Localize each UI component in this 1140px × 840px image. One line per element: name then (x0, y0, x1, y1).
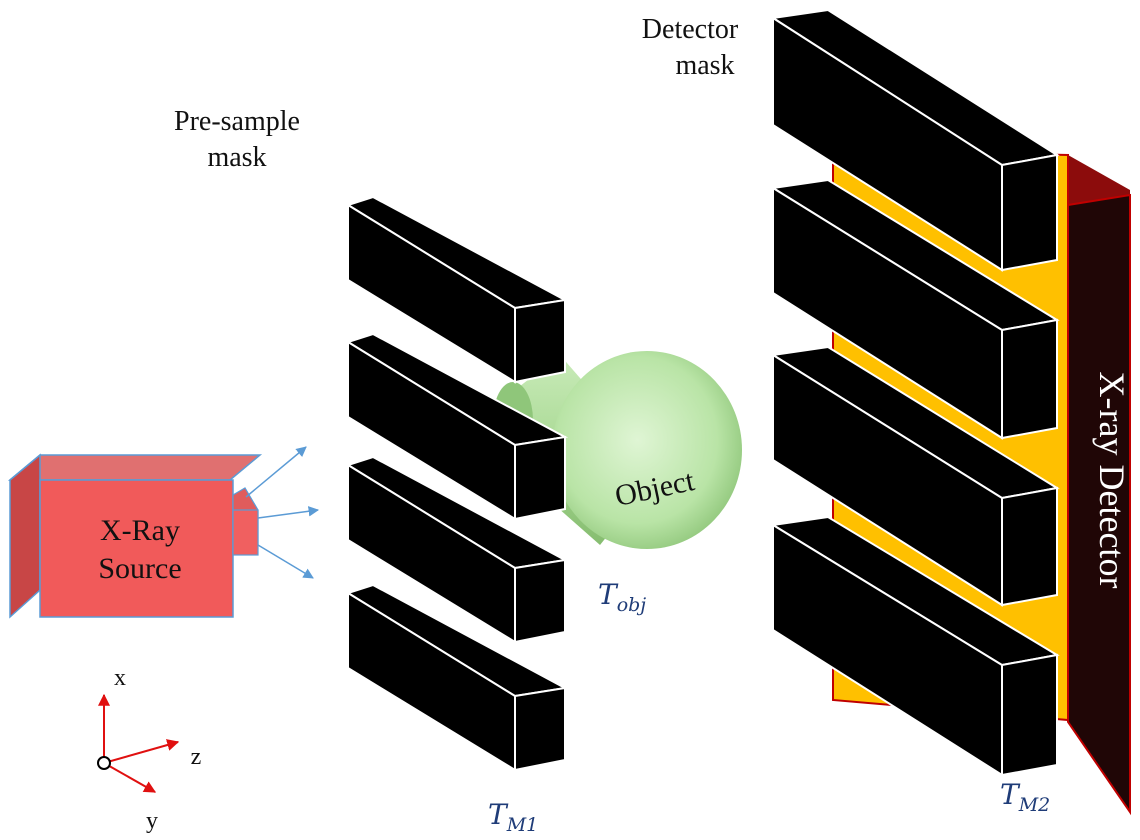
t-m2-label: TM2 (1000, 778, 1050, 816)
svg-text:Tobj: Tobj (598, 578, 646, 616)
pre-sample-mask: Pre-sample mask (174, 106, 569, 772)
svg-text:TM1: TM1 (488, 798, 538, 836)
pre-sample-mask-label-line2: mask (207, 142, 266, 173)
pre-sample-bar (345, 583, 569, 772)
xray-beams (245, 446, 320, 579)
t-m2-subscript: M2 (1018, 794, 1051, 816)
detector-body (1067, 193, 1131, 816)
svg-text:TM2: TM2 (1000, 778, 1050, 816)
pre-sample-bar (345, 332, 569, 521)
coordinate-axes: x z y (97, 665, 202, 834)
detector-mask-bar (770, 8, 1060, 272)
t-m1-label: TM1 (488, 798, 538, 836)
detector-label: X-ray Detector (1092, 372, 1132, 589)
detector-top-face (1068, 155, 1130, 210)
pre-sample-bar (345, 195, 569, 384)
pre-sample-mask-label-line1: Pre-sample (174, 106, 300, 137)
beam-ray-middle (257, 506, 320, 519)
detector-mask-bar (770, 178, 1060, 440)
detector-mask-bar (770, 515, 1060, 777)
t-m1-base: T (488, 798, 509, 831)
xray-source: X-Ray Source (7, 453, 263, 619)
beam-ray-down (257, 544, 314, 579)
z-axis-label: z (191, 744, 202, 770)
detector-mask-label-line2: mask (675, 50, 734, 81)
beam-ray-up (245, 446, 307, 498)
z-axis-arrow (103, 739, 180, 764)
t-obj-label: Tobj (598, 578, 646, 616)
t-obj-base: T (598, 578, 619, 611)
y-axis-arrow (103, 762, 157, 793)
detector-mask-bar (770, 345, 1060, 607)
t-m1-subscript: M1 (506, 814, 539, 836)
source-label-line1: X-Ray (100, 514, 180, 547)
detector-mask: Detector mask (642, 8, 1060, 777)
t-obj-subscript: obj (617, 594, 647, 616)
x-axis-label: x (114, 665, 126, 691)
pre-sample-bar (345, 455, 569, 644)
source-label-line2: Source (98, 552, 181, 585)
detector-mask-label-line1: Detector (642, 14, 739, 45)
y-axis-label: y (146, 808, 158, 834)
t-m2-base: T (1000, 778, 1021, 811)
origin-marker (97, 756, 111, 770)
